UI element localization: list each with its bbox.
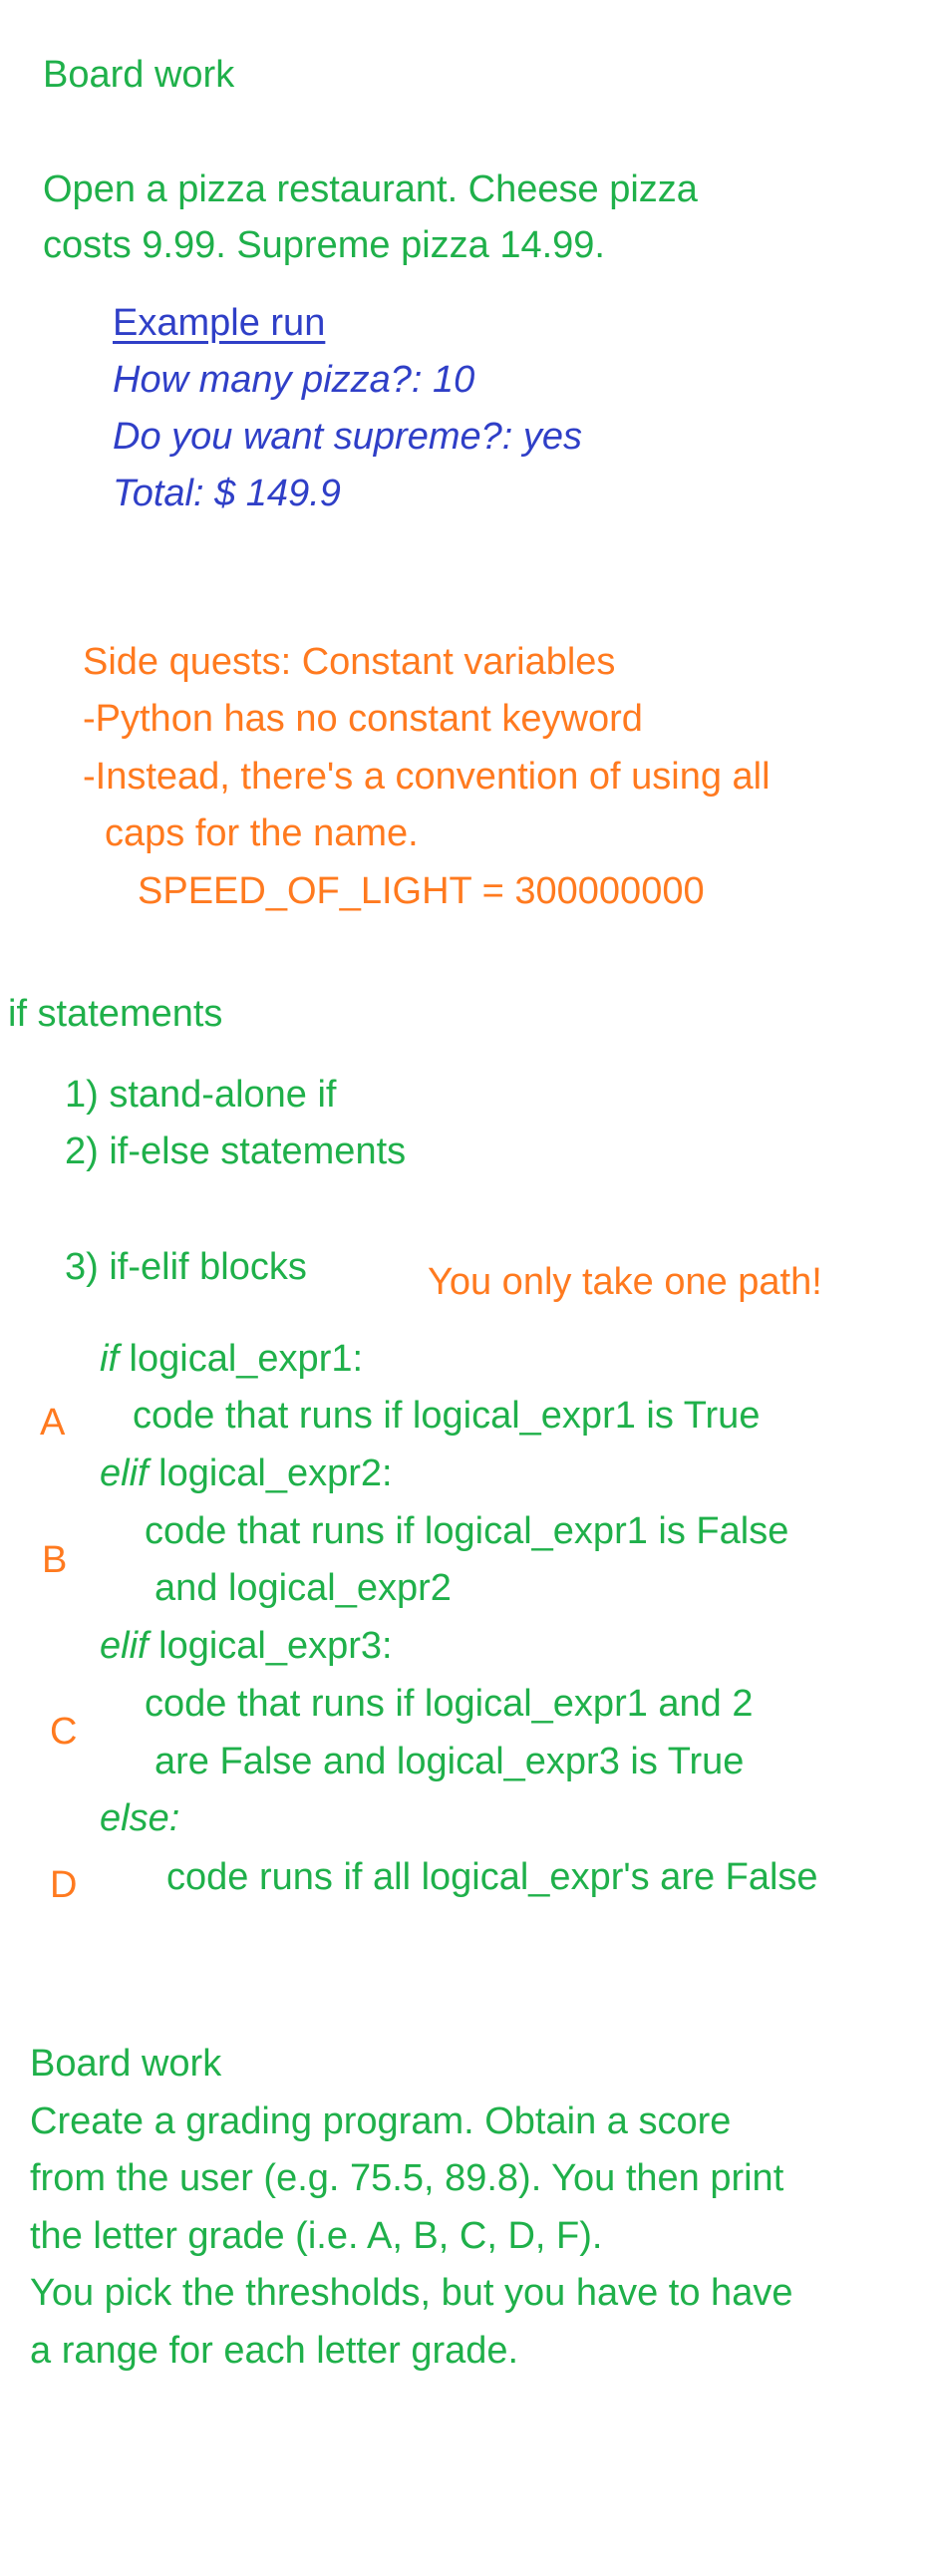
example-run-line: Do you want supreme?: yes: [113, 416, 583, 458]
example-run-title: Example run: [113, 302, 326, 344]
condition-2: logical_expr2:: [148, 1452, 393, 1494]
example-run-line: Total: $ 149.9: [113, 473, 341, 514]
if-statements-item: 2) if-else statements: [65, 1130, 407, 1172]
marker-c: C: [50, 1711, 78, 1753]
side-quest-line: -Instead, there's a convention of using …: [83, 756, 771, 798]
side-quest-line: caps for the name.: [105, 812, 419, 854]
marker-d: D: [50, 1864, 78, 1906]
code-elif-line: elif logical_expr2:: [100, 1454, 393, 1492]
board-work-text-line: from the user (e.g. 75.5, 89.8). You the…: [30, 2157, 784, 2199]
code-else-line: else:: [100, 1797, 180, 1839]
board-work-text-line: Create a grading program. Obtain a score: [30, 2100, 732, 2142]
if-statements-heading: if statements: [8, 993, 223, 1035]
marker-a: A: [40, 1402, 66, 1444]
code-elif-line: elif logical_expr3:: [100, 1627, 393, 1665]
code-body-a: code that runs if logical_expr1 is True: [133, 1395, 761, 1437]
board-work-text-line: a range for each letter grade.: [30, 2330, 519, 2372]
elif-keyword: elif: [100, 1625, 149, 1667]
side-quest-code: SPEED_OF_LIGHT = 300000000: [138, 870, 705, 912]
if-statements-item: 3) if-elif blocks: [65, 1246, 307, 1288]
code-body-b: and logical_expr2: [154, 1567, 452, 1609]
board-work-text-line: You pick the thresholds, but you have to…: [30, 2272, 793, 2314]
code-body-b: code that runs if logical_expr1 is False: [145, 1510, 789, 1552]
if-keyword: if: [100, 1338, 119, 1380]
condition-1: logical_expr1:: [119, 1338, 364, 1380]
board-work-text-line: Open a pizza restaurant. Cheese pizza: [43, 168, 698, 210]
side-quest-title: Side quests: Constant variables: [83, 641, 616, 683]
side-quest-line: -Python has no constant keyword: [83, 698, 643, 740]
example-run-line: How many pizza?: 10: [113, 359, 475, 401]
code-body-c: code that runs if logical_expr1 and 2: [145, 1683, 754, 1725]
code-body-c: are False and logical_expr3 is True: [154, 1741, 745, 1782]
if-statements-item: 1) stand-alone if: [65, 1074, 337, 1116]
board-work-text-line: costs 9.99. Supreme pizza 14.99.: [43, 224, 605, 266]
board-work-text-line: the letter grade (i.e. A, B, C, D, F).: [30, 2215, 603, 2257]
board-work-heading: Board work: [43, 54, 235, 96]
elif-keyword: elif: [100, 1452, 149, 1494]
marker-b: B: [42, 1539, 68, 1581]
code-body-d: code runs if all logical_expr's are Fals…: [166, 1856, 818, 1898]
one-path-note: You only take one path!: [428, 1261, 822, 1303]
code-if-line: if logical_expr1:: [100, 1340, 363, 1378]
condition-3: logical_expr3:: [148, 1625, 393, 1667]
board-work-heading: Board work: [30, 2043, 222, 2085]
